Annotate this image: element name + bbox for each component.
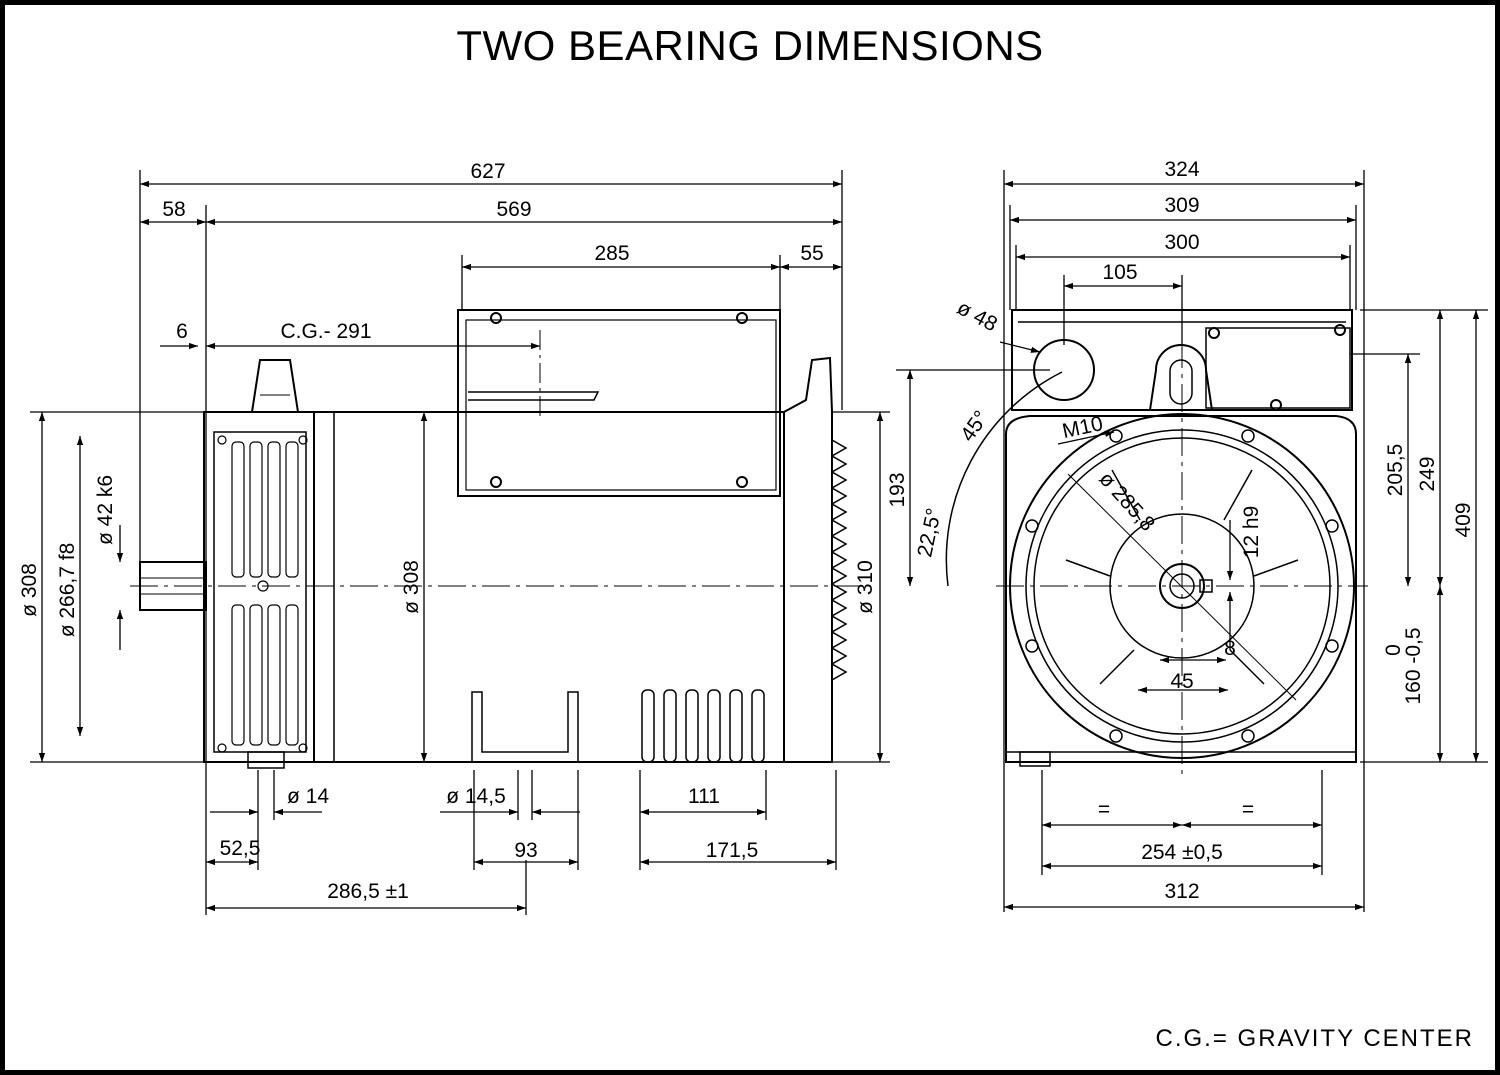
dim-height-205-5: 205,5 — [1384, 444, 1407, 497]
dim-rear-end-length: 171,5 — [706, 839, 759, 862]
dim-height-249: 249 — [1416, 456, 1439, 491]
dim-equal-right: = — [1242, 798, 1254, 821]
drawing-title: TWO BEARING DIMENSIONS — [456, 22, 1044, 69]
dim-spigot-diameter: ø 266,7 f8 — [56, 543, 79, 638]
dim-width-3: 300 — [1164, 231, 1199, 254]
dim-foot-spacing: 286,5 ±1 — [327, 880, 409, 903]
dim-cable-hole: ø 48 — [953, 296, 1001, 336]
dim-lifting-offset: 105 — [1102, 261, 1137, 284]
dim-front-foot-offset: 52,5 — [220, 837, 261, 860]
dim-foot-hole-rear: ø 14,5 — [446, 785, 506, 808]
dim-shaft-key: 45 — [1170, 670, 1193, 693]
dim-overall-width: 324 — [1164, 158, 1199, 181]
dim-vent-width: 111 — [688, 785, 720, 808]
dim-overall-length: 627 — [470, 160, 505, 183]
dim-base-width: 312 — [1164, 880, 1199, 903]
dim-shaft-shoulder: 6 — [176, 320, 188, 343]
dimension-lines — [30, 170, 1488, 915]
lifting-eye — [1149, 344, 1213, 411]
dim-foot-centers: 254 ±0,5 — [1141, 841, 1223, 864]
dim-shaft-height: 160 -0,5 — [1402, 627, 1425, 704]
dim-body-diameter: ø 308 — [400, 560, 423, 614]
stator-body — [313, 411, 785, 763]
lifting-lug — [251, 359, 299, 413]
dim-angle-45: 45° — [956, 407, 993, 446]
dim-flange-diameter: ø 308 — [18, 563, 41, 617]
dimension-labels: 627 58 569 285 55 6 C.G.- 291 ø 308 ø 26… — [18, 158, 1475, 903]
rear-foot — [471, 691, 579, 763]
rear-end-shield — [783, 356, 833, 763]
dim-equal-left: = — [1098, 798, 1110, 821]
cooling-fins — [830, 439, 848, 681]
side-view — [130, 309, 870, 769]
end-view — [945, 309, 1368, 780]
dim-height-193: 193 — [886, 472, 909, 507]
dim-body-length: 569 — [496, 198, 531, 221]
dim-key-width: 12 h9 — [1240, 506, 1263, 559]
dim-width-2: 309 — [1164, 194, 1199, 217]
terminal-box — [457, 309, 781, 497]
dim-angle-22-5: 22,5° — [913, 506, 946, 559]
dim-shaft-diameter: ø 42 k6 — [94, 475, 117, 545]
dim-shaft-height-tol: 0 — [1382, 644, 1405, 656]
dim-gravity-center: C.G.- 291 — [280, 320, 371, 343]
dim-pcd: ø 285,8 — [1094, 467, 1159, 535]
dim-rear-offset: 55 — [800, 242, 823, 265]
dim-key-height: 8 — [1224, 637, 1236, 660]
end-housing — [1005, 415, 1357, 763]
dim-height-409: 409 — [1452, 502, 1475, 537]
body-vents — [641, 689, 765, 763]
dim-rear-diameter: ø 310 — [854, 560, 877, 614]
gravity-center-note: C.G.= GRAVITY CENTER — [1155, 1025, 1474, 1052]
dim-rear-foot-width: 93 — [514, 839, 537, 862]
dim-foot-hole-front: ø 14 — [287, 785, 329, 808]
front-foot — [247, 751, 285, 769]
dim-shaft-extension: 58 — [162, 198, 185, 221]
fan-grille — [217, 435, 308, 753]
dim-terminal-box-length: 285 — [594, 242, 629, 265]
